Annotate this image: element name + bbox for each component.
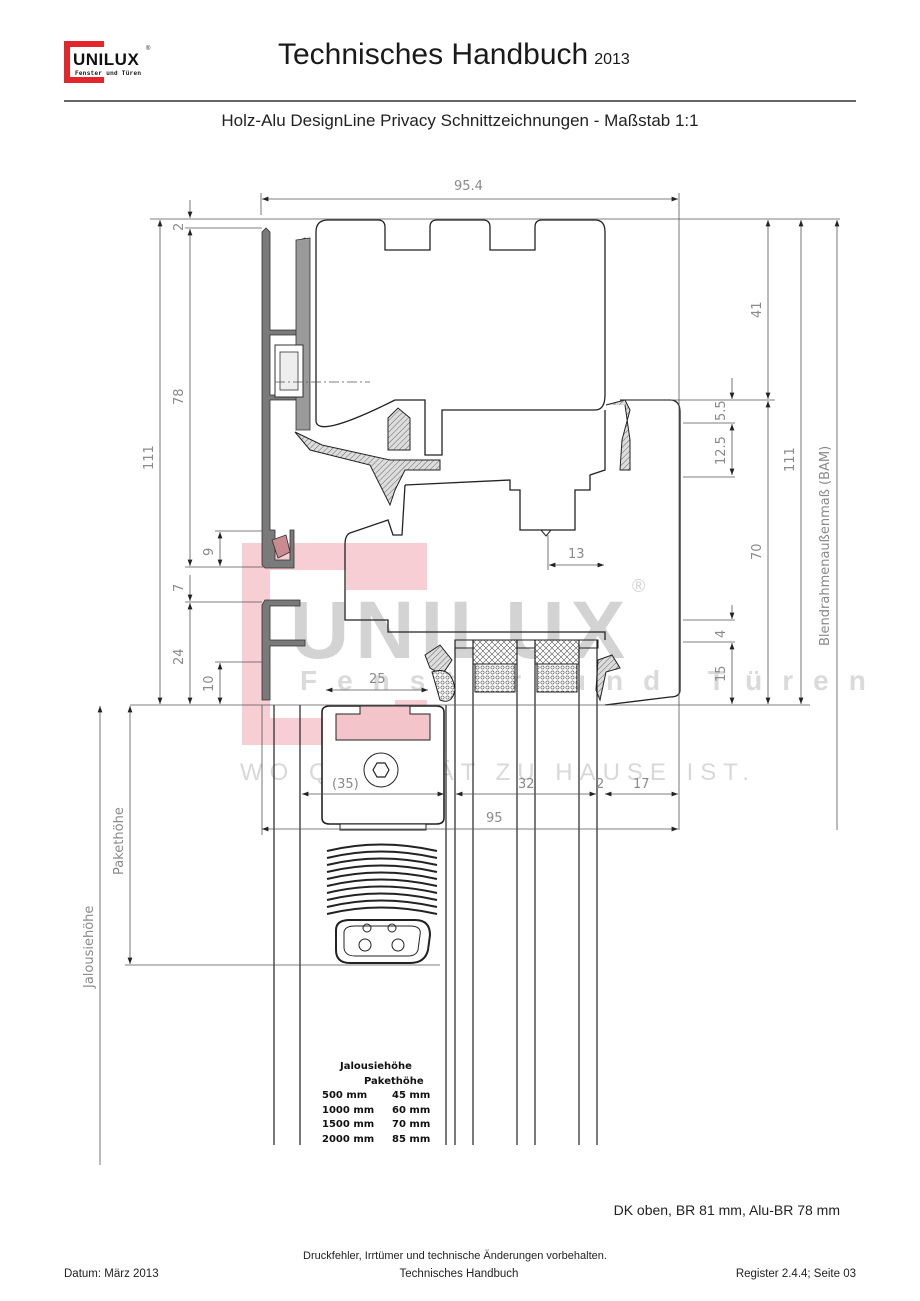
svg-text:2: 2 xyxy=(172,223,187,231)
table-row: 1500 mm 70 mm xyxy=(322,1118,430,1133)
footer-date: Datum: März 2013 xyxy=(64,1268,159,1280)
page-subtitle: Holz-Alu DesignLine Privacy Schnittzeich… xyxy=(221,111,699,130)
svg-text:13: 13 xyxy=(568,547,585,562)
blind-slats xyxy=(326,843,438,915)
svg-text:78: 78 xyxy=(172,388,187,405)
cell-jalousie: 2000 mm xyxy=(322,1133,375,1145)
unilux-logo: UNILUX ® Fenster und Türen xyxy=(64,41,154,83)
svg-text:5.5: 5.5 xyxy=(714,400,729,421)
table-header-jalousie: Jalousiehöhe xyxy=(340,1061,412,1072)
logo-registered: ® xyxy=(146,46,151,52)
svg-text:24: 24 xyxy=(172,648,187,665)
svg-text:25: 25 xyxy=(369,672,386,687)
table-header-paket: Pakethöhe xyxy=(364,1075,424,1087)
table-row: 1000 mm 60 mm xyxy=(322,1104,430,1119)
svg-text:15: 15 xyxy=(714,665,729,682)
svg-text:7: 7 xyxy=(172,584,187,592)
logo-tagline: Fenster und Türen xyxy=(75,70,142,77)
blind-headrail xyxy=(321,705,445,831)
svg-text:95: 95 xyxy=(486,811,503,826)
svg-text:41: 41 xyxy=(750,301,765,318)
cell-jalousie: 1000 mm xyxy=(322,1104,375,1116)
glazing xyxy=(454,639,599,1145)
title-text: Technisches Handbuch xyxy=(278,38,589,71)
svg-text:95.4: 95.4 xyxy=(454,179,483,194)
svg-text:4: 4 xyxy=(714,630,729,638)
svg-text:111: 111 xyxy=(783,447,798,472)
footer-disclaimer: Druckfehler, Irrtümer und technische Änd… xyxy=(303,1250,607,1262)
svg-text:Fenster und Türen: Fenster und Türen xyxy=(300,665,886,696)
svg-text:111: 111 xyxy=(142,445,157,470)
cell-jalousie: 1500 mm xyxy=(322,1119,375,1130)
header-divider xyxy=(64,100,856,102)
cell-paket: 45 mm xyxy=(392,1090,431,1101)
svg-text:70: 70 xyxy=(750,543,765,560)
cell-jalousie: 500 mm xyxy=(322,1090,368,1101)
svg-text:WO QUALITÄT ZU HAUSE IST.: WO QUALITÄT ZU HAUSE IST. xyxy=(240,759,756,786)
table-row: 2000 mm 85 mm xyxy=(322,1133,430,1148)
cell-paket: 70 mm xyxy=(392,1119,431,1130)
svg-text:(35): (35) xyxy=(332,777,359,792)
svg-text:10: 10 xyxy=(202,675,217,692)
svg-text:Pakethöhe: Pakethöhe xyxy=(112,807,127,875)
svg-text:17: 17 xyxy=(633,777,650,792)
svg-text:32: 32 xyxy=(518,777,535,792)
footer-title: Technisches Handbuch xyxy=(399,1268,519,1280)
table-row: 500 mm 45 mm xyxy=(322,1089,430,1104)
svg-text:Blendrahmenaußenmaß (BAM): Blendrahmenaußenmaß (BAM) xyxy=(818,446,833,646)
svg-text:Jalousiehöhe: Jalousiehöhe xyxy=(82,906,97,989)
logo-word: UNILUX xyxy=(73,50,140,69)
svg-text:9: 9 xyxy=(202,548,217,556)
svg-text:®: ® xyxy=(632,576,645,596)
cell-paket: 60 mm xyxy=(392,1104,431,1116)
page-title: Technisches Handbuch 2013 xyxy=(278,38,630,72)
svg-text:2: 2 xyxy=(596,777,604,792)
footer-register: Register 2.4.4; Seite 03 xyxy=(735,1268,856,1280)
cell-paket: 85 mm xyxy=(392,1133,431,1145)
drawing-caption: DK oben, BR 81 mm, Alu-BR 78 mm xyxy=(613,1202,840,1218)
svg-text:UNILUX: UNILUX xyxy=(290,585,631,676)
blind-height-table: Jalousiehöhe Pakethöhe 500 mm 45 mm 1000 … xyxy=(322,1060,430,1147)
blind-bottomrail xyxy=(335,919,432,964)
title-year: 2013 xyxy=(594,51,630,68)
svg-text:12.5: 12.5 xyxy=(714,436,729,465)
